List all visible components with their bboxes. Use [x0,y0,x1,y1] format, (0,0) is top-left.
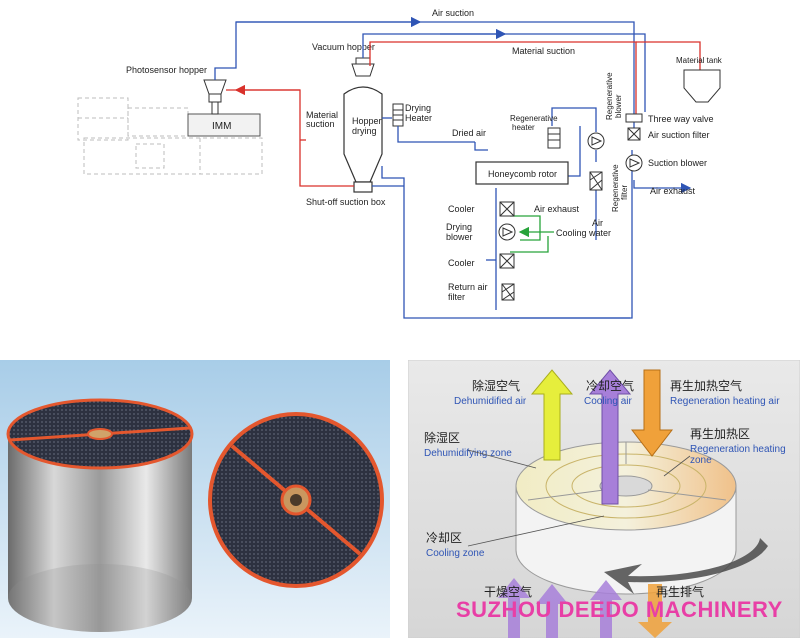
air-suction-filter-label: Air suction filter [648,130,710,140]
cooling-zone-cn: 冷却区 [426,531,462,545]
return-air-filter-label-1: Return air [448,282,488,292]
regenerative-filter-label-1: Regenerative [611,164,620,212]
imm-label: IMM [212,121,231,132]
three-way-valve-icon [625,113,643,123]
regenerative-heater-label-1: Regenerative [510,114,558,123]
dehumidified-air-arrow-icon [530,369,574,461]
cooler-bottom-icon [499,253,515,269]
dehumidifying-zone-en: Dehumidifying zone [424,448,512,459]
regenerative-blower-icon [587,132,605,150]
rotor-photo-svg [0,360,390,638]
cooling-water-lines [510,215,554,253]
three-way-valve-label: Three way valve [648,114,714,124]
photosensor-hopper-label: Photosensor hopper [126,65,207,75]
imm-machine-sketch [77,97,263,175]
dehumidifying-zone-cn: 除湿区 [424,430,460,445]
cooler-bottom-label: Cooler [448,258,475,268]
regenerative-heater-icon [547,127,561,149]
regenerative-filter-icon [589,171,603,191]
regen-heating-zone-en-2: zone [690,455,712,466]
cooler-top-icon [499,201,515,217]
air-exhaust-right-label: Air exhaust [650,186,696,196]
large-rotor-drum [6,398,194,632]
rotor-zone-diagram: 除湿空气 Dehumidified air 冷却空气 Cooling air 再… [407,359,800,639]
cooling-zone-en: Cooling zone [426,548,485,559]
drying-blower-label-1: Drying [446,222,472,232]
material-suction-left-label-2: suction [306,119,335,129]
rotor-zone-svg: 除湿空气 Dehumidified air 冷却空气 Cooling air 再… [407,359,800,639]
cooler-top-label: Cooler [448,204,475,214]
drying-heater-icon [392,103,404,127]
regen-heating-air-en: Regeneration heating air [670,396,780,407]
air-label: Air [592,218,603,228]
material-suction-left-label-1: Material [306,110,338,120]
air-exhaust-mid-label: Air exhaust [534,204,580,214]
drying-heater-label-1: Drying [405,103,431,113]
rotor-photo [0,360,390,638]
material-tank-label: Material tank [676,56,723,65]
material-tank-icon [683,69,721,103]
regeneration-heating-air-arrow-icon [630,369,674,457]
regen-heating-zone-cn: 再生加热区 [690,427,750,441]
cooling-water-label: Cooling water [556,228,611,238]
suction-blower-icon [625,154,643,172]
hopper-drying-vessel [343,86,383,193]
dried-air-label: Dried air [452,128,486,138]
cooling-air-in-arrow-icon [590,580,622,638]
dehumidified-air-cn: 除湿空气 [472,378,520,393]
regenerative-heater-label-2: heater [512,123,535,132]
photosensor-hopper-icon [203,79,227,115]
zone-rotor [515,441,737,595]
material-suction-top-label: Material suction [512,46,575,56]
cooling-air-arrow-icon [588,369,632,505]
shutoff-suction-box-label: Shut-off suction box [306,197,386,207]
dehumidified-air-en: Dehumidified air [454,396,527,407]
vacuum-hopper-icon [351,57,375,77]
imm-block: IMM [187,113,261,137]
drying-blower-label-2: blower [446,232,473,242]
air-lines [214,16,692,319]
air-suction-label: Air suction [432,8,474,18]
rotation-arrow-icon [604,538,768,594]
return-air-filter-label-2: filter [448,292,465,302]
regenerative-blower-label-1: Regenerative [605,72,614,120]
return-air-filter-icon [501,283,515,301]
vacuum-hopper-label: Vacuum hopper [312,42,375,52]
drying-heater-label-2: Heater [405,113,432,123]
drying-blower-icon [498,223,516,241]
honeycomb-rotor-label: Honeycomb rotor [488,169,557,179]
small-rotor-face [208,412,384,588]
regen-exhaust-arrow-icon [638,584,672,638]
regen-heating-zone-en-1: Regeneration heating [690,444,786,455]
material-lines [226,41,701,187]
regenerative-blower-label-2: blower [614,94,623,118]
flow-diagram-svg: IMM Photosensor hopper Vacuum hopper Hop… [77,8,723,319]
regenerative-filter-label-2: filter [620,185,629,200]
flow-diagram: IMM Photosensor hopper Vacuum hopper Hop… [77,8,723,319]
air-suction-filter-icon [627,127,641,141]
dry-air-in-arrow-icon [498,578,568,638]
company-watermark: SUZHOU DEEDO MACHINERY [456,597,783,622]
honeycomb-rotor-box: Honeycomb rotor [475,161,569,185]
hopper-drying-label-2: drying [352,126,377,136]
regen-heating-air-cn: 再生加热空气 [670,378,742,393]
cooling-air-cn: 冷却空气 [586,378,634,393]
hopper-drying-label-1: Hopper [352,116,382,126]
cooling-air-en: Cooling air [584,396,632,407]
dry-air-cn: 干燥空气 [484,584,532,599]
suction-blower-label: Suction blower [648,158,707,168]
regen-exhaust-cn: 再生排气 [656,584,704,599]
